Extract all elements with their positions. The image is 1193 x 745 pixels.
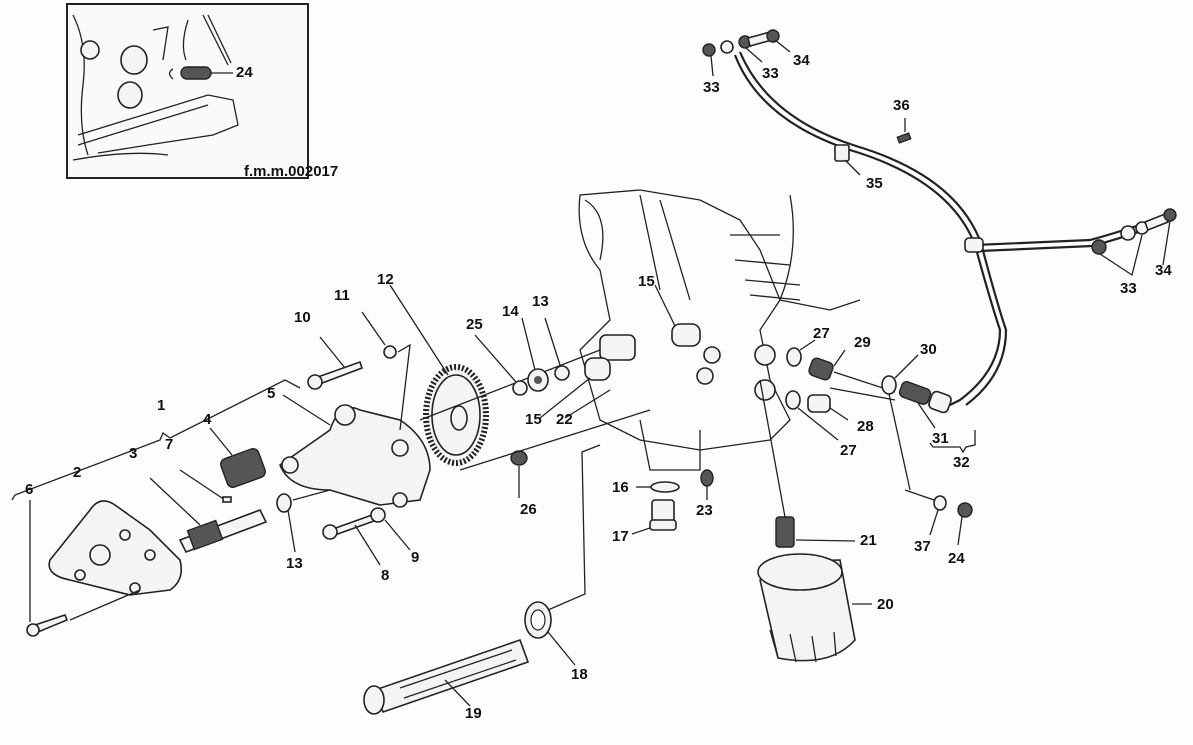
part-label-11: 11 — [334, 287, 350, 304]
crankcase-outline — [578, 189, 861, 471]
union-28 — [807, 387, 896, 421]
part-label-36: 36 — [893, 97, 910, 114]
plug-23 — [700, 469, 714, 500]
fittings-top — [702, 29, 791, 77]
inset-artwork — [72, 14, 239, 161]
plug-26 — [459, 409, 651, 498]
leader-22 — [564, 389, 611, 419]
part-label-12: 12 — [377, 271, 394, 288]
filter-nipple-21 — [759, 379, 856, 548]
pin-7 — [179, 469, 226, 501]
drive-gear-shaft-3 — [149, 477, 268, 554]
part-label-14: 14 — [502, 303, 519, 320]
part-label-15-top: 15 — [638, 273, 655, 290]
part-label-13-left: 13 — [286, 555, 303, 572]
part-label-21: 21 — [860, 532, 877, 549]
part-label-17: 17 — [612, 528, 629, 545]
part-label-2: 2 — [73, 464, 82, 481]
part-label-37: 37 — [914, 538, 931, 555]
part-label-33-b: 33 — [762, 65, 779, 82]
drain-plug-17 — [631, 499, 677, 535]
leader-15a — [539, 377, 591, 419]
part-label-27-top: 27 — [813, 325, 830, 342]
washer-25 — [474, 334, 528, 396]
union-31 — [898, 381, 952, 429]
inset-part-label-24: 24 — [236, 64, 253, 81]
part-label-33-c: 33 — [1120, 280, 1137, 297]
part-label-9: 9 — [411, 549, 420, 566]
part-label-3: 3 — [129, 445, 138, 462]
part-label-27-bottom: 27 — [840, 442, 857, 459]
part-label-8: 8 — [381, 567, 390, 584]
seal-27-top — [786, 339, 816, 367]
screw-8 — [322, 513, 381, 566]
gasket-18 — [524, 444, 601, 666]
pump-drive-gear-12 — [389, 284, 601, 466]
clamp-35 — [834, 144, 861, 176]
part-label-33-a: 33 — [703, 79, 720, 96]
part-label-15-left: 15 — [525, 411, 542, 428]
pump-body-5 — [279, 394, 431, 508]
figure-code: f.m.m.002017 — [244, 163, 339, 180]
fittings-right — [1091, 208, 1177, 277]
part-label-34-top: 34 — [793, 52, 810, 69]
part-label-13-right: 13 — [532, 293, 549, 310]
screw-10 — [307, 336, 364, 390]
part-label-29: 29 — [854, 334, 871, 351]
part-label-23: 23 — [696, 502, 713, 519]
part-label-34-right: 34 — [1155, 262, 1172, 279]
washer-9 — [370, 507, 411, 551]
bearing-14 — [521, 317, 549, 392]
part-label-19: 19 — [465, 705, 482, 722]
part-label-30: 30 — [920, 341, 937, 358]
washer-37 — [904, 489, 947, 536]
part-label-7: 7 — [165, 436, 174, 453]
pump-cover-2 — [48, 500, 183, 596]
part-label-5: 5 — [267, 385, 276, 402]
part-label-25: 25 — [466, 316, 483, 333]
inset-detail: 24 f.m.m.002017 — [66, 3, 338, 180]
seal-27-bottom — [785, 390, 839, 441]
part-label-4: 4 — [203, 411, 212, 428]
screw-6 — [26, 500, 141, 637]
washer-30 — [881, 354, 919, 491]
part-label-10: 10 — [294, 309, 311, 326]
part-label-1: 1 — [157, 397, 166, 414]
washer-11 — [361, 311, 411, 431]
part-label-32: 32 — [953, 454, 970, 471]
screw-36 — [896, 118, 912, 144]
leader-15b — [654, 284, 676, 327]
part-label-22: 22 — [556, 411, 573, 428]
part-label-26: 26 — [520, 501, 537, 518]
part-label-31: 31 — [932, 430, 949, 447]
part-label-24: 24 — [948, 550, 965, 567]
washer-16 — [636, 481, 680, 493]
grub-screw-24 — [957, 502, 973, 546]
part-label-18: 18 — [571, 666, 588, 683]
bracket-32 — [929, 430, 976, 454]
part-label-16: 16 — [612, 479, 629, 496]
oil-filter-20 — [757, 553, 872, 663]
assembly-bracket-1 — [11, 379, 301, 501]
part-label-20: 20 — [877, 596, 894, 613]
seal-ring-13-right — [544, 317, 570, 381]
seal-ring-13-left — [276, 489, 331, 553]
part-label-35: 35 — [866, 175, 883, 192]
part-label-6: 6 — [25, 481, 34, 498]
part-label-28: 28 — [857, 418, 874, 435]
oil-strainer-19 — [363, 638, 530, 715]
driven-gear-4 — [209, 427, 266, 488]
